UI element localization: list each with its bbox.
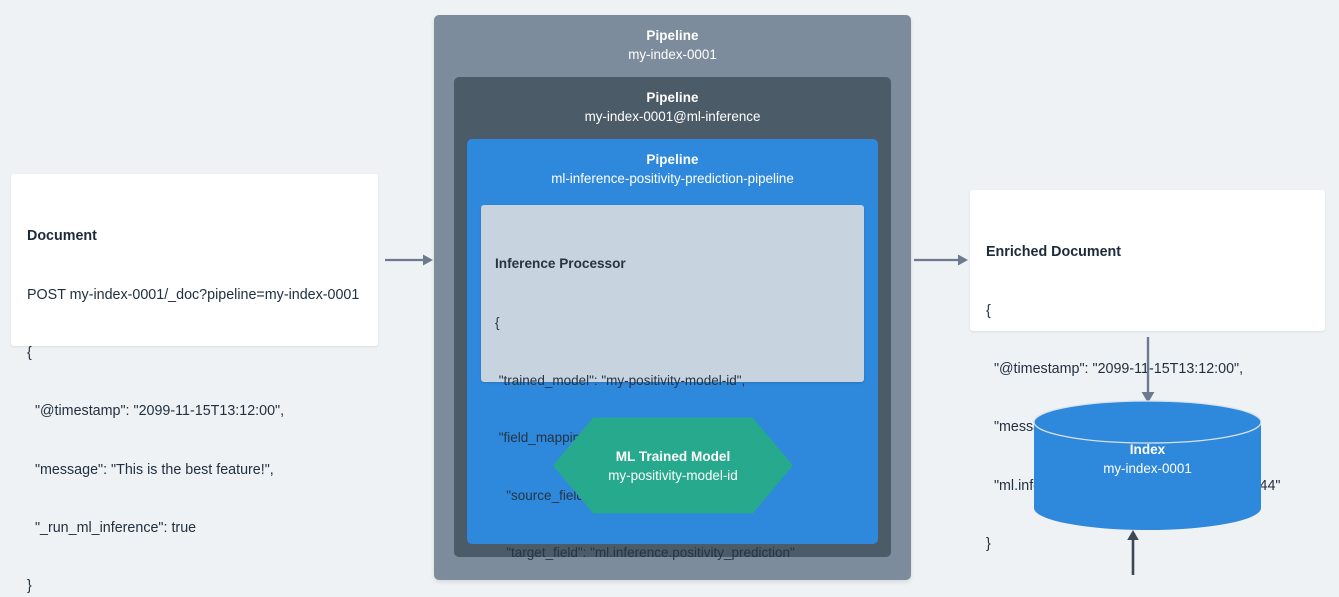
enriched-document-title: Enriched Document	[986, 243, 1122, 260]
document-card-line-2: "@timestamp": "2099-11-15T13:12:00",	[27, 403, 285, 420]
document-card-line-0: POST my-index-0001/_doc?pipeline=my-inde…	[27, 287, 360, 304]
pipeline-outer-header: Pipeline my-index-0001	[434, 15, 911, 64]
inference-processor-title: Inference Processor	[495, 256, 626, 272]
inference-processor-line-4: "target_field": "ml.inference.positivity…	[495, 545, 795, 561]
inference-processor-line-1: "trained_model": "my-positivity-model-id…	[495, 372, 746, 388]
pipeline-inner: Pipeline ml-inference-positivity-predict…	[467, 139, 1139, 575]
enriched-document-line-4: }	[986, 535, 991, 552]
pipeline-middle-header: Pipeline my-index-0001@ml-inference	[454, 77, 891, 126]
pipeline-outer-label: Pipeline	[646, 28, 699, 43]
pipeline-middle-label: Pipeline	[646, 90, 699, 105]
arrow-enriched-to-index-icon	[1138, 337, 1158, 403]
pipeline-middle-name: my-index-0001@ml-inference	[584, 109, 761, 124]
document-card-line-3: "message": "This is the best feature!",	[27, 461, 274, 478]
document-card-line-5: }	[27, 578, 32, 595]
inference-processor-panel: Inference Processor { "trained_model": "…	[481, 205, 864, 560]
pipeline-inner-header: Pipeline ml-inference-positivity-predict…	[467, 139, 878, 188]
document-card-line-1: {	[27, 345, 32, 362]
document-card-line-4: "_run_ml_inference": true	[27, 519, 197, 536]
pipeline-outer: Pipeline my-index-0001 Pipeline my-index…	[434, 15, 1139, 580]
pipeline-middle: Pipeline my-index-0001@ml-inference Pipe…	[454, 77, 1139, 575]
document-card-title: Document	[27, 227, 97, 244]
ml-trained-model-hexagon: ML Trained Model my-positivity-model-id	[553, 417, 793, 514]
enriched-document-card: Enriched Document { "@timestamp": "2099-…	[970, 190, 1325, 552]
pipeline-inner-label: Pipeline	[646, 152, 699, 167]
enriched-document-line-0: {	[986, 303, 991, 320]
pipeline-outer-name: my-index-0001	[628, 47, 717, 62]
document-card: Document POST my-index-0001/_doc?pipelin…	[11, 174, 378, 594]
enriched-document-line-1: "@timestamp": "2099-11-15T13:12:00",	[986, 361, 1244, 378]
index-cylinder: Index my-index-0001	[1033, 400, 1262, 530]
arrow-model-to-processor-icon	[1123, 530, 1143, 575]
arrow-pipeline-to-enriched-icon	[914, 250, 968, 270]
pipeline-inner-name: ml-inference-positivity-prediction-pipel…	[551, 171, 794, 186]
inference-processor-line-0: {	[495, 315, 500, 331]
arrow-document-to-pipeline-icon	[385, 250, 433, 270]
